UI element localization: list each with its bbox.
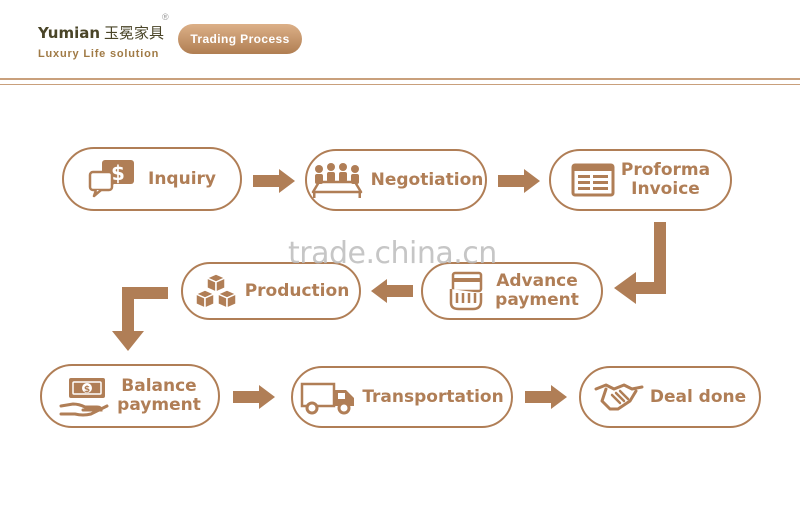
dollar-chat-icon: $ <box>88 160 134 198</box>
truck-icon <box>301 382 355 415</box>
step-production: Production <box>181 262 361 320</box>
arrow-right-icon <box>233 385 275 409</box>
meeting-icon <box>311 163 362 198</box>
step-label: Transportation <box>362 386 504 407</box>
step-label: Production <box>244 280 350 301</box>
handshake-icon <box>594 383 644 411</box>
watermark: trade.china.cn <box>288 236 497 271</box>
svg-text:$: $ <box>84 385 90 395</box>
step-inquiry: $ Inquiry <box>62 147 242 211</box>
cash-hand-icon: $ <box>59 378 109 417</box>
brand-tagline: Luxury Life solution <box>38 48 160 60</box>
svg-text:$: $ <box>111 161 125 185</box>
step-label: Negotiation <box>370 169 484 190</box>
step-negotiation: Negotiation <box>305 149 487 211</box>
registered-mark: ® <box>162 12 169 22</box>
step-label: Inquiry <box>148 168 216 189</box>
arrow-right-icon <box>525 385 567 409</box>
step-label: Deal done <box>649 386 747 407</box>
arrow-right-icon <box>253 169 295 193</box>
step-transportation: Transportation <box>291 366 513 428</box>
invoice-icon <box>571 163 615 197</box>
brand-name-cn: 玉冕家具 <box>104 24 165 42</box>
arrow-down-left-icon <box>614 222 666 304</box>
arrow-left-down-icon <box>112 287 168 351</box>
header-divider-thin <box>0 84 800 85</box>
trading-process-tab[interactable]: Trading Process <box>178 24 302 54</box>
brand-name-en: Yumian <box>38 24 101 42</box>
boxes-icon <box>194 273 237 309</box>
card-hand-icon <box>449 271 483 311</box>
arrow-right-icon <box>498 169 540 193</box>
step-deal-done: Deal done <box>579 366 761 428</box>
arrow-left-icon <box>371 279 413 303</box>
header-divider <box>0 78 800 80</box>
